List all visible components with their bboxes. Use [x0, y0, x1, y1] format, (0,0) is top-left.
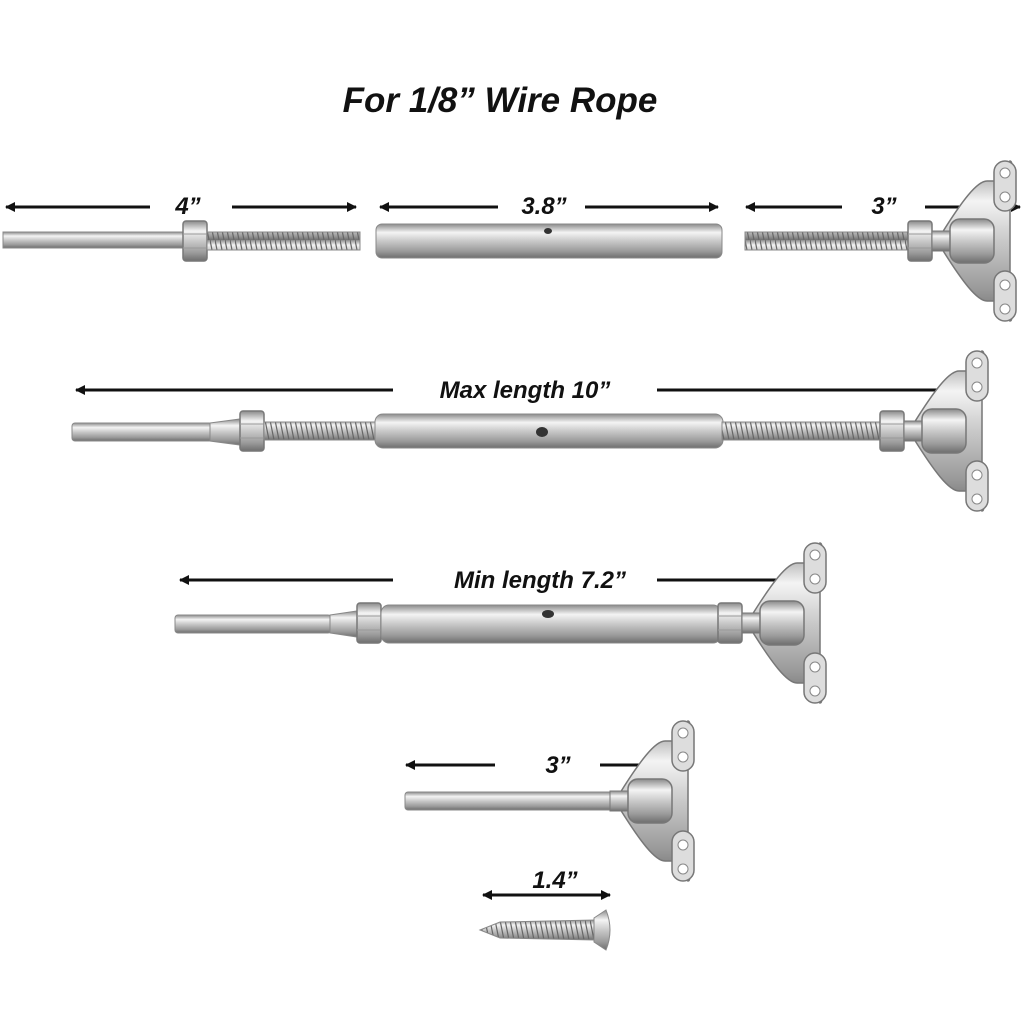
dimension-toggle-pin: 3”: [405, 752, 691, 779]
toggle-pin-part: [404, 720, 695, 882]
turnbuckle-body-part: [375, 223, 723, 259]
dimension-label: 4”: [174, 193, 200, 220]
dimension-screw: 1.4”: [482, 867, 611, 900]
dimension-turnbuckle-body: 3.8”: [379, 193, 719, 220]
dimension-label: 1.4”: [532, 867, 577, 894]
turnbuckle-retracted: [174, 542, 827, 704]
title: For 1/8” Wire Rope: [343, 81, 658, 120]
dimension-label: 3.8”: [521, 193, 566, 220]
swage-stud-part: [2, 220, 361, 262]
dimension-label: 3”: [545, 752, 570, 779]
toggle-stud-part: [744, 160, 1017, 322]
turnbuckle-extended: [71, 350, 989, 512]
dimension-label: Min length 7.2”: [454, 567, 626, 594]
dimension-swage-stud: 4”: [5, 193, 357, 220]
dimension-label: Max length 10”: [440, 377, 611, 404]
dimension-label: 3”: [871, 193, 896, 220]
screw-part: [478, 909, 611, 951]
dimension-min-length: Min length 7.2”: [179, 567, 819, 594]
dimension-max-length: Max length 10”: [75, 377, 985, 404]
